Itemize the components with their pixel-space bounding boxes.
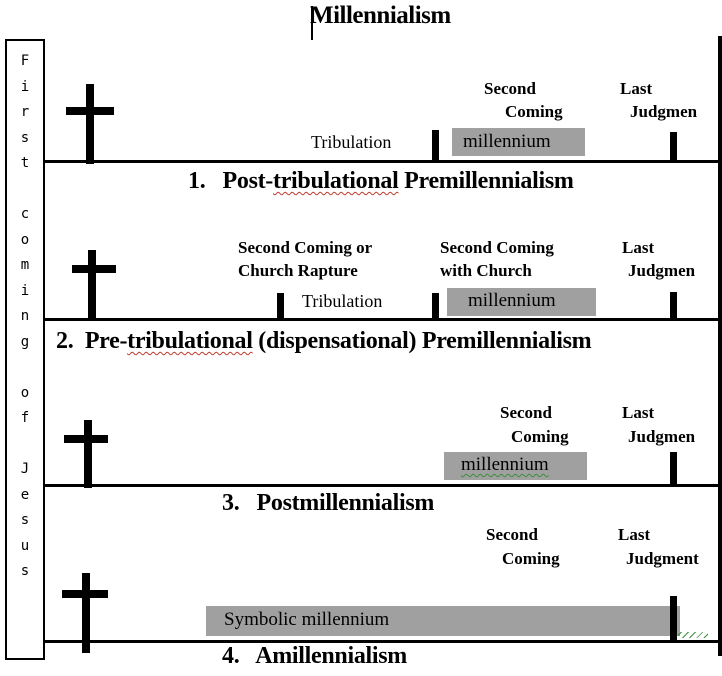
last-judgment-marker — [670, 452, 677, 484]
millennium-label: millennium — [461, 454, 549, 475]
heading-part-c: (dispensational) Premillennialism — [252, 328, 592, 354]
rapture-marker — [277, 293, 284, 318]
heading-part-b: tribulational — [127, 328, 253, 354]
panel-heading: 1. Post-tribulational Premillennialism — [188, 168, 574, 195]
side-letter: s — [20, 512, 30, 528]
millennium-bar — [206, 606, 680, 636]
side-letter: s — [20, 129, 30, 146]
panel-postmillennialism: millennium Second Coming Last Judgmen 3.… — [44, 403, 722, 517]
heading-text: Amillennialism — [255, 643, 407, 669]
millennium-label: millennium — [463, 131, 551, 152]
cross-icon — [86, 84, 94, 164]
second-coming-label-2: Coming — [505, 102, 563, 121]
panel-pre-tribulational: Second Coming or Church Rapture Tribulat… — [44, 238, 722, 355]
second-coming-label-2: Coming — [502, 549, 560, 568]
side-letter: c — [20, 206, 30, 222]
side-letter: o — [20, 231, 30, 248]
second-coming-label: Second — [486, 525, 538, 544]
side-letter: o — [20, 384, 30, 401]
last-judgment-marker — [670, 596, 677, 640]
timeline-line — [44, 640, 722, 643]
side-letter: r — [20, 104, 30, 120]
side-letter: s — [20, 563, 30, 579]
last-judgment-label: Last — [622, 238, 655, 257]
cross-icon — [84, 420, 92, 488]
timeline-line — [44, 484, 722, 487]
side-letter: e — [20, 486, 30, 503]
second-coming-with-church-label: Second Coming — [440, 238, 554, 257]
panel-heading: 3. Postmillennialism — [222, 490, 434, 517]
heading-part-a: Post- — [222, 168, 274, 194]
timeline-line — [44, 318, 722, 321]
rapture-label-2: Church Rapture — [238, 261, 358, 280]
millennium-bar — [447, 288, 596, 316]
heading-number: 2. — [56, 328, 74, 354]
second-coming-marker — [432, 130, 439, 160]
millennium-bar — [444, 452, 587, 480]
last-judgment-label-2: Judgmen — [628, 427, 696, 446]
side-letter: t — [20, 155, 30, 171]
side-letter: n — [20, 308, 30, 324]
millennium-bar — [452, 128, 585, 156]
heading-part-b: tribulational — [273, 168, 399, 194]
second-coming-marker — [432, 293, 439, 318]
cross-icon-bar — [72, 265, 116, 273]
cross-icon-bar — [64, 435, 108, 443]
heading-number: 3. — [222, 490, 240, 516]
last-judgment-label: Last — [622, 403, 655, 422]
text-cursor — [311, 6, 313, 40]
timeline-line — [44, 160, 722, 163]
last-judgment-marker — [670, 132, 677, 160]
heading-part-c: Premillennialism — [398, 168, 574, 194]
tribulation-label: Tribulation — [302, 291, 383, 311]
side-letter: i — [20, 78, 30, 95]
millennium-label: Symbolic millennium — [224, 609, 390, 630]
side-letter: m — [20, 257, 30, 273]
heading-number: 4. — [222, 643, 240, 669]
last-judgment-label-2: Judgmen — [630, 102, 698, 121]
cross-icon-bar — [66, 107, 114, 115]
second-coming-with-church-label-2: with Church — [440, 261, 532, 280]
side-letter: J — [20, 461, 30, 477]
cross-icon — [88, 250, 96, 318]
right-border — [718, 36, 722, 656]
second-coming-label-2: Coming — [511, 427, 569, 446]
side-letter: f — [20, 410, 30, 426]
second-coming-label: Second — [484, 79, 536, 98]
panel-heading: 2. Pre-tribulational (dispensational) Pr… — [56, 328, 592, 355]
heading-text: Postmillennialism — [256, 490, 435, 516]
cross-icon-bar — [62, 590, 108, 598]
spellcheck-underline — [678, 632, 708, 638]
last-judgment-label-2: Judgment — [626, 549, 699, 568]
tribulation-label: Tribulation — [311, 132, 392, 152]
last-judgment-marker — [670, 292, 677, 318]
heading-part-a: Pre- — [84, 328, 128, 354]
last-judgment-label: Last — [618, 525, 651, 544]
millennium-label: millennium — [468, 290, 556, 311]
side-letter: u — [20, 537, 30, 554]
panel-post-tribulational: Tribulation millennium Second Coming Las… — [0, 0, 722, 200]
side-letter: g — [20, 333, 30, 350]
second-coming-label: Second — [500, 403, 552, 422]
last-judgment-label-2: Judgmen — [628, 261, 696, 280]
side-letter: i — [20, 282, 30, 299]
cross-icon — [82, 573, 90, 653]
side-letter: F — [20, 53, 30, 69]
rapture-label: Second Coming or — [238, 238, 373, 257]
heading-number: 1. — [188, 168, 206, 194]
last-judgment-label: Last — [620, 79, 653, 98]
panel-heading: 4. Amillennialism — [222, 643, 407, 670]
page-title: Millennialism — [310, 2, 451, 29]
